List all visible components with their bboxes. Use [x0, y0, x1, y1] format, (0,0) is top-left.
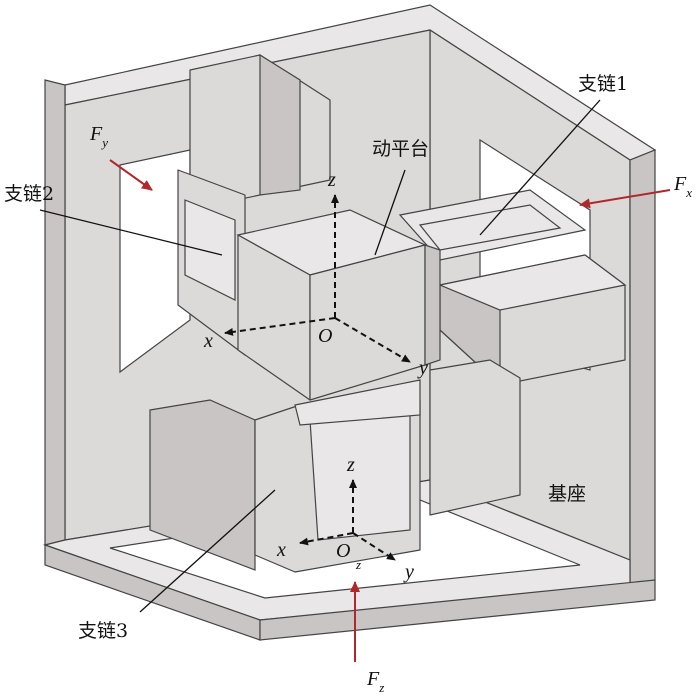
base-origin-subscript: z: [355, 557, 361, 572]
platform-x-label: x: [203, 330, 213, 352]
force-fx-arrow: [579, 189, 671, 209]
branch-3-chain: [149, 359, 521, 573]
base-label: 基座: [548, 483, 586, 505]
force-fx-label: Fx: [673, 173, 692, 200]
platform-label: 动平台: [372, 138, 429, 160]
force-fy-arrow: [109, 159, 153, 191]
force-fz-label: Fz: [366, 668, 384, 695]
base-z-label: z: [346, 454, 355, 476]
platform-origin-label: O: [318, 325, 332, 347]
branch-3-label: 支链3: [78, 620, 128, 642]
base-origin-label: O: [336, 540, 350, 562]
base-x-label: x: [276, 539, 286, 561]
branch-1-chain: [398, 189, 627, 387]
platform-y-label: y: [417, 357, 428, 379]
force-fy-label: Fy: [89, 123, 108, 150]
base-x-axis: [299, 532, 354, 546]
base-axes: z x y O z: [276, 454, 414, 583]
branch-2-label: 支链2: [4, 183, 54, 205]
callouts: 支链1 动平台 支链2 基座 支链3: [4, 73, 628, 642]
base-y-label: y: [403, 561, 414, 583]
platform-z-label: z: [327, 169, 336, 191]
forces: Fy Fx Fz: [89, 123, 692, 695]
platform-y-axis: [334, 317, 411, 363]
base-y-axis: [352, 532, 396, 561]
platform-axes: z x y O: [203, 169, 428, 379]
moving-platform: [236, 209, 441, 426]
branch-1-label: 支链1: [578, 73, 628, 95]
platform-x-axis: [224, 317, 336, 336]
branch-2-chain: [177, 53, 331, 356]
